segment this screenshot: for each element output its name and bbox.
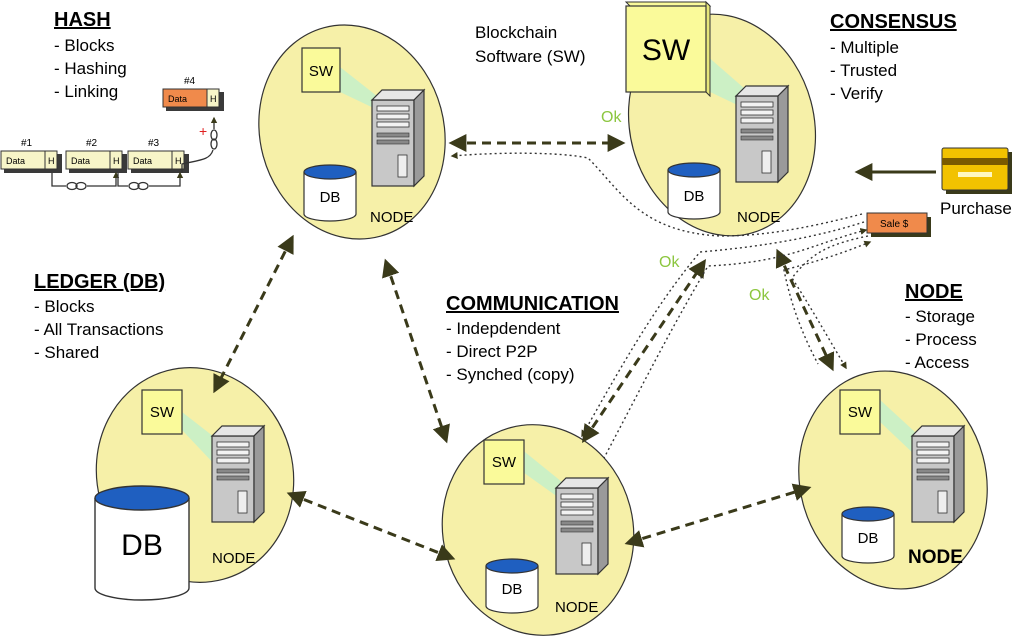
node-4-label: NODE [555,599,598,616]
node-1-db-label: DB [320,189,341,206]
node-5-label: NODE [908,547,963,568]
block-4-h: H [210,94,217,104]
link-node4-node5 [624,483,812,548]
block-3-data: Data [133,156,152,166]
node-5-beam [878,398,915,455]
ledger-item-2: - All Transactions [34,320,163,339]
software-caption-line1: Blockchain [475,23,557,42]
block-1: Data H [0,150,62,173]
node-3-db-label: DB [121,529,163,562]
block-3: Data H [127,150,189,173]
node-4-db-label: DB [502,581,523,598]
ok-label-3: Ok [749,287,770,304]
block-1-h: H [48,156,55,166]
node-3-server-icon [211,425,265,523]
purchase-label: Purchase [940,199,1012,218]
node-1-database-icon: DB [303,164,357,222]
block-2-data: Data [71,156,90,166]
node-5-database-icon: DB [841,506,895,564]
hash-item-3: - Linking [54,82,118,101]
communication-title: COMMUNICATION [446,293,619,315]
node-info-item-1: - Storage [905,307,975,326]
hash-title: HASH [54,9,111,31]
node-3-label: NODE [212,550,255,567]
node-3-software-icon: SW [141,389,183,435]
node-1-sw-label: SW [309,63,334,80]
block-1-data: Data [6,156,25,166]
hash-item-2: - Hashing [54,59,127,78]
link-node4-node2 [581,259,707,443]
node-2-label: NODE [737,209,780,226]
node-2-server-icon [735,85,789,183]
node-5-sw-label: SW [848,404,873,421]
main-software-box-icon: SW [624,0,712,98]
ledger-item-1: - Blocks [34,297,94,316]
node-4-server-icon [555,477,609,575]
node-1-ellipse [258,24,446,240]
link-node3-node4 [286,490,456,562]
link-node2-node5 [775,248,835,372]
consensus-item-2: - Trusted [830,61,897,80]
communication-item-2: - Direct P2P [446,342,538,361]
node-1-software-icon: SW [301,47,341,93]
node-2-database-icon: DB [667,162,721,220]
node-2-db-label: DB [684,188,705,205]
communication-item-1: - Indepdendent [446,319,561,338]
node-info-item-3: - Access [905,353,969,372]
propagation-line-1 [450,152,863,237]
consensus-item-3: - Verify [830,84,883,103]
sale-tag-label: Sale $ [880,219,909,230]
propagation-line-3 [603,228,868,459]
sale-tag: Sale $ [866,212,931,237]
propagation-line-4 [791,235,869,370]
node-1-server-icon [371,89,425,187]
block-2: Data H [65,150,127,173]
block-3-h: H [175,156,182,166]
propagation-line-5 [783,240,872,365]
main-sw-label: SW [642,34,691,67]
node-5-software-icon: SW [839,389,881,435]
node-4-database-icon: DB [485,558,539,614]
consensus-title: CONSENSUS [830,11,957,33]
block-2-number: #2 [86,138,98,149]
node-4-software-icon: SW [483,439,525,485]
node-5-server-icon [911,425,965,523]
software-caption-line2: Software (SW) [475,47,586,66]
node-1-label: NODE [370,209,413,226]
node-5-db-label: DB [858,530,879,547]
node-3-database-icon: DB [94,485,190,601]
credit-card-icon [941,147,1012,194]
block-4-data: Data [168,94,187,104]
node-4-beam [520,448,562,500]
node-3-beam [182,412,218,468]
ledger-item-3: - Shared [34,343,99,362]
communication-item-3: - Synched (copy) [446,365,575,384]
hash-plus-sign: + [199,123,207,139]
hash-item-1: - Blocks [54,36,114,55]
block-2-h: H [113,156,120,166]
node-5-ellipse [798,370,988,590]
ledger-title: LEDGER (DB) [34,271,165,293]
node-info-title: NODE [905,281,963,303]
link-node1-node4 [382,258,450,444]
chain-link-icon [51,116,218,191]
block-1-number: #1 [21,138,33,149]
node-4-sw-label: SW [492,454,517,471]
block-4-number: #4 [184,76,196,87]
ok-label-2: Ok [659,254,680,271]
block-3-number: #3 [148,138,160,149]
node-info-item-2: - Process [905,330,977,349]
link-node1-node3 [213,234,294,394]
node-3-sw-label: SW [150,404,175,421]
consensus-item-1: - Multiple [830,38,899,57]
block-4: Data H [162,88,224,111]
ok-label-1: Ok [601,109,622,126]
